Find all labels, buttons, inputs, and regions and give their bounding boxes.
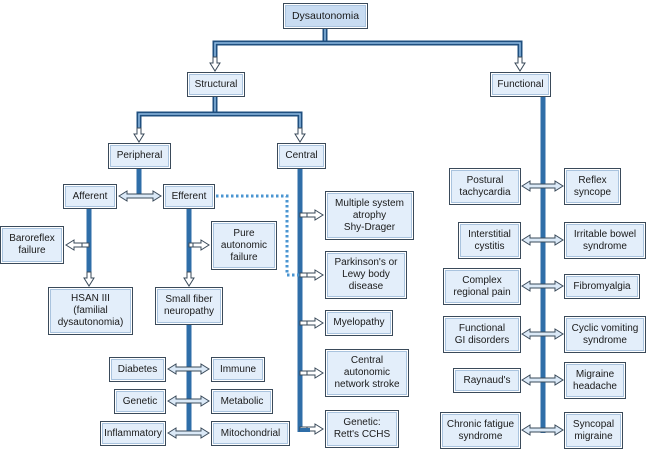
node-peripheral: Peripheral bbox=[108, 143, 171, 169]
central-trunk bbox=[297, 169, 303, 432]
node-efferent: Efferent bbox=[163, 184, 215, 209]
node-complex-regional-pain: Complex regional pain bbox=[443, 268, 521, 305]
arrow-central-3 bbox=[306, 367, 324, 379]
node-afferent: Afferent bbox=[63, 184, 117, 209]
node-parkinsons-lewy: Parkinson's or Lewy body disease bbox=[325, 251, 407, 299]
node-genetic: Genetic bbox=[114, 389, 166, 414]
node-genetic-rett-cchs: Genetic: Rett's CCHS bbox=[325, 410, 399, 448]
node-metabolic: Metabolic bbox=[211, 389, 273, 414]
arrow-to-peripheral bbox=[133, 127, 145, 143]
arrow-functional-3 bbox=[521, 328, 564, 340]
node-multiple-system-atrophy: Multiple system atrophy Shy-Drager bbox=[325, 191, 414, 240]
node-raynauds: Raynaud's bbox=[453, 368, 521, 393]
arrow-functional-4 bbox=[521, 374, 564, 386]
node-immune: Immune bbox=[211, 357, 265, 382]
functional-trunk bbox=[540, 97, 546, 433]
central-trunk-foot bbox=[300, 428, 310, 432]
arrow-to-functional bbox=[514, 56, 526, 72]
arrow-small-fiber-0 bbox=[167, 363, 210, 375]
arrow-functional-1 bbox=[521, 234, 564, 246]
node-dysautonomia: Dysautonomia bbox=[283, 3, 368, 29]
node-fibromyalgia: Fibromyalgia bbox=[564, 274, 640, 299]
arrow-to-central bbox=[294, 127, 306, 143]
node-diabetes: Diabetes bbox=[109, 357, 166, 382]
node-reflex-syncope: Reflex syncope bbox=[564, 168, 621, 205]
node-small-fiber-neuropathy: Small fiber neuropathy bbox=[155, 287, 223, 325]
arrow-functional-0 bbox=[521, 180, 564, 192]
node-mitochondrial: Mitochondrial bbox=[211, 421, 290, 446]
arrow-afferent-efferent bbox=[118, 190, 162, 202]
arrow-small-fiber-2 bbox=[167, 427, 210, 439]
node-central: Central bbox=[277, 143, 326, 169]
arrow-central-1 bbox=[306, 269, 324, 281]
arrow-to-hsan bbox=[83, 271, 95, 287]
afferent-branch-stub bbox=[81, 242, 90, 248]
dotted-efferent-link bbox=[216, 194, 300, 277]
arrow-small-fiber-1 bbox=[167, 395, 210, 407]
arrow-central-0 bbox=[306, 209, 324, 221]
arrow-central-2 bbox=[306, 317, 324, 329]
node-inflammatory: Inflammatory bbox=[100, 421, 166, 446]
arrow-functional-5 bbox=[521, 424, 564, 436]
node-interstitial-cystitis: Interstitial cystitis bbox=[458, 222, 521, 259]
node-pure-autonomic-failure: Pure autonomic failure bbox=[211, 221, 277, 270]
peripheral-stem bbox=[136, 169, 142, 196]
node-irritable-bowel-syndrome: Irritable bowel syndrome bbox=[564, 222, 646, 259]
node-myelopathy: Myelopathy bbox=[325, 310, 393, 336]
node-functional-gi-disorders: Functional GI disorders bbox=[443, 316, 521, 353]
node-hsan-iii: HSAN III (familial dysautonomia) bbox=[48, 287, 133, 335]
arrow-to-small-fiber bbox=[183, 271, 195, 287]
node-postural-tachycardia: Postural tachycardia bbox=[449, 168, 521, 205]
node-functional: Functional bbox=[490, 72, 551, 97]
node-migraine-headache: Migraine headache bbox=[564, 362, 626, 399]
node-baroreflex-failure: Baroreflex failure bbox=[0, 226, 64, 264]
arrow-to-pure-autonomic bbox=[192, 239, 210, 251]
arrow-central-4 bbox=[306, 423, 324, 435]
node-chronic-fatigue-syndrome: Chronic fatigue syndrome bbox=[440, 412, 521, 449]
arrow-functional-2 bbox=[521, 280, 564, 292]
structural-branch-highlight bbox=[138, 113, 301, 128]
node-central-autonomic-network-stroke: Central autonomic network stroke bbox=[325, 349, 409, 397]
arrow-to-structural bbox=[209, 56, 221, 72]
structural-branch bbox=[136, 111, 303, 128]
root-branch bbox=[212, 40, 523, 58]
node-structural: Structural bbox=[187, 72, 245, 97]
small-fiber-trunk bbox=[186, 325, 192, 434]
arrow-to-baroreflex bbox=[65, 239, 83, 251]
root-branch-highlight bbox=[214, 42, 521, 58]
node-cyclic-vomiting-syndrome: Cyclic vomiting syndrome bbox=[564, 316, 646, 353]
node-syncopal-migraine: Syncopal migraine bbox=[564, 412, 623, 449]
